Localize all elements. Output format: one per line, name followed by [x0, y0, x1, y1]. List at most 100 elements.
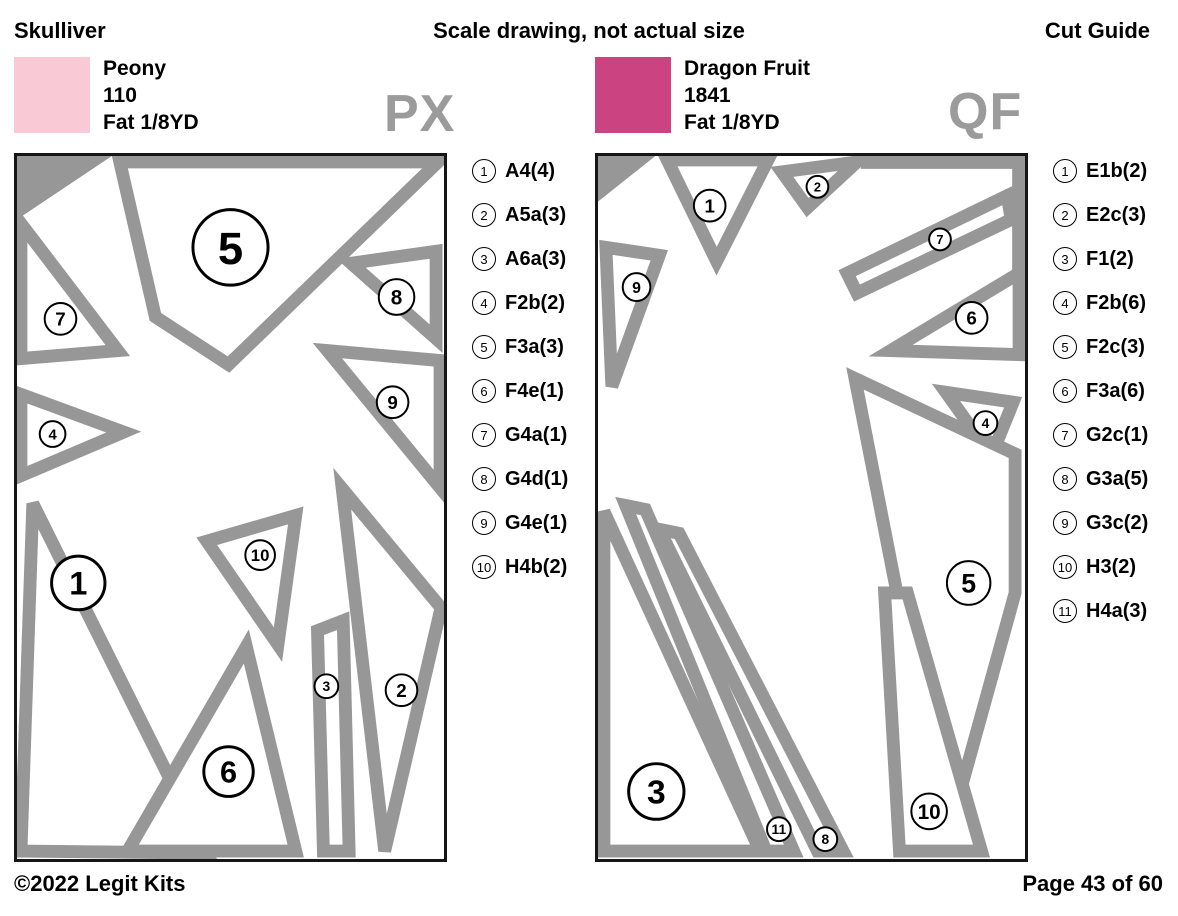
legend-item-E2c(3): 2 E2c(3): [1053, 193, 1148, 237]
legend-item-F2b(2): 4 F2b(2): [472, 281, 568, 325]
fabric-number: 110: [103, 84, 137, 107]
legend-piece-label: G4a(1): [505, 423, 568, 446]
piece-5-number: 5: [961, 569, 976, 599]
legend-qf: 1 E1b(2) 2 E2c(3) 3 F1(2) 4 F2b(6) 5 F2c(3) 6 F3a(6…: [1053, 149, 1148, 633]
piece-9-shape: [599, 239, 669, 389]
legend-number-circle: 3: [1053, 247, 1077, 271]
piece-1-circle: [692, 188, 727, 223]
legend-piece-label: F1(2): [1086, 247, 1134, 270]
kit-title: Skulliver: [14, 18, 106, 43]
piece-5-shape: [111, 156, 444, 373]
piece-10-circle: [244, 539, 276, 572]
legend-number-circle: 3: [472, 247, 496, 271]
piece-3-number: 3: [323, 678, 331, 694]
cut-guide-title: Cut Guide: [1044, 18, 1150, 43]
legend-item-F2b(6): 4 F2b(6): [1053, 281, 1148, 325]
piece-7-shape: [838, 186, 1019, 302]
legend-number-circle: 9: [472, 511, 496, 535]
piece-5-number: 5: [218, 223, 243, 274]
fabric-info-peony: Peony 110 Fat 1/8YD: [103, 55, 199, 136]
piece-7-circle: [43, 301, 78, 336]
piece-3-number: 3: [647, 775, 666, 812]
piece-4-circle: [38, 420, 67, 448]
legend-number-circle: 2: [1053, 203, 1077, 227]
piece-2-circle: [384, 673, 419, 708]
legend-item-E1b(2): 1 E1b(2): [1053, 149, 1148, 193]
legend-piece-label: A6a(3): [505, 247, 567, 270]
legend-piece-label: E1b(2): [1086, 159, 1148, 182]
fabric-name: Dragon Fruit: [684, 57, 810, 80]
piece-8-circle: [812, 826, 839, 853]
piece-1-circle: [50, 554, 107, 612]
piece-5-circle: [191, 208, 270, 287]
legend-number-circle: 6: [1053, 379, 1077, 403]
legend-piece-label: F2b(6): [1086, 291, 1146, 314]
piece-11-number: 11: [772, 821, 787, 837]
piece-7-circle: [928, 227, 952, 252]
fabric-swatch-dragon-fruit: [595, 57, 671, 133]
fabric-code-qf: QF: [948, 83, 1023, 141]
piece-3-circle: [313, 673, 340, 700]
legend-number-circle: 7: [472, 423, 496, 447]
legend-piece-label: F2c(3): [1086, 335, 1145, 358]
piece-9-number: 9: [387, 392, 397, 413]
fabric-name: Peony: [103, 57, 167, 80]
piece-4-shape: [17, 385, 142, 485]
piece-9-number: 9: [632, 280, 641, 297]
legend-piece-label: G4d(1): [505, 467, 569, 490]
piece-2-number: 2: [814, 179, 821, 194]
piece-3-shape: [310, 611, 356, 858]
legend-item-A6a(3): 3 A6a(3): [472, 237, 568, 281]
legend-piece-label: G3c(2): [1086, 511, 1149, 534]
piece-8-number: 8: [391, 286, 403, 309]
fabric-number: 1841: [684, 84, 731, 107]
legend-number-circle: 10: [472, 555, 496, 579]
legend-item-F2c(3): 5 F2c(3): [1053, 325, 1148, 369]
legend-item-F4e(1): 6 F4e(1): [472, 369, 568, 413]
legend-number-circle: 1: [1053, 159, 1077, 183]
legend-piece-label: F3a(3): [505, 335, 564, 358]
piece-10-number: 10: [251, 546, 270, 565]
legend-piece-label: F3a(6): [1086, 379, 1145, 402]
piece-6-circle: [954, 300, 989, 335]
legend-number-circle: 5: [1053, 335, 1077, 359]
legend-piece-label: E2c(3): [1086, 203, 1147, 226]
legend-number-circle: 7: [1053, 423, 1077, 447]
legend-piece-label: H3(2): [1086, 555, 1137, 578]
legend-number-circle: 6: [472, 379, 496, 403]
gray-band: [860, 156, 1025, 286]
piece-1-number: 1: [704, 195, 714, 216]
piece-9-shape: [312, 342, 444, 503]
piece-10-shape: [877, 586, 991, 858]
legend-piece-label: F4e(1): [505, 379, 564, 402]
piece-7-number: 7: [55, 309, 65, 330]
legend-piece-label: F2b(2): [505, 291, 565, 314]
legend-number-circle: 4: [1053, 291, 1077, 315]
piece-5-circle: [945, 560, 992, 606]
piece-7-number: 7: [936, 232, 943, 247]
piece-10-circle: [910, 792, 948, 831]
copyright-text: ©2022 Legit Kits: [14, 871, 186, 896]
legend-piece-label: H4a(3): [1086, 599, 1148, 622]
legend-number-circle: 5: [472, 335, 496, 359]
gray-band: [598, 156, 656, 202]
page-number: Page 43 of 60: [1022, 871, 1163, 896]
legend-number-circle: 4: [472, 291, 496, 315]
fabric-info-dragon-fruit: Dragon Fruit 1841 Fat 1/8YD: [684, 55, 810, 136]
legend-piece-label: A5a(3): [505, 203, 567, 226]
fabric-cut: Fat 1/8YD: [103, 111, 199, 134]
piece-4-number: 4: [982, 415, 990, 431]
piece-8-number: 8: [821, 831, 829, 847]
piece-6-number: 6: [966, 308, 976, 329]
fabric-cut: Fat 1/8YD: [684, 111, 780, 134]
legend-item-F3a(6): 6 F3a(6): [1053, 369, 1148, 413]
